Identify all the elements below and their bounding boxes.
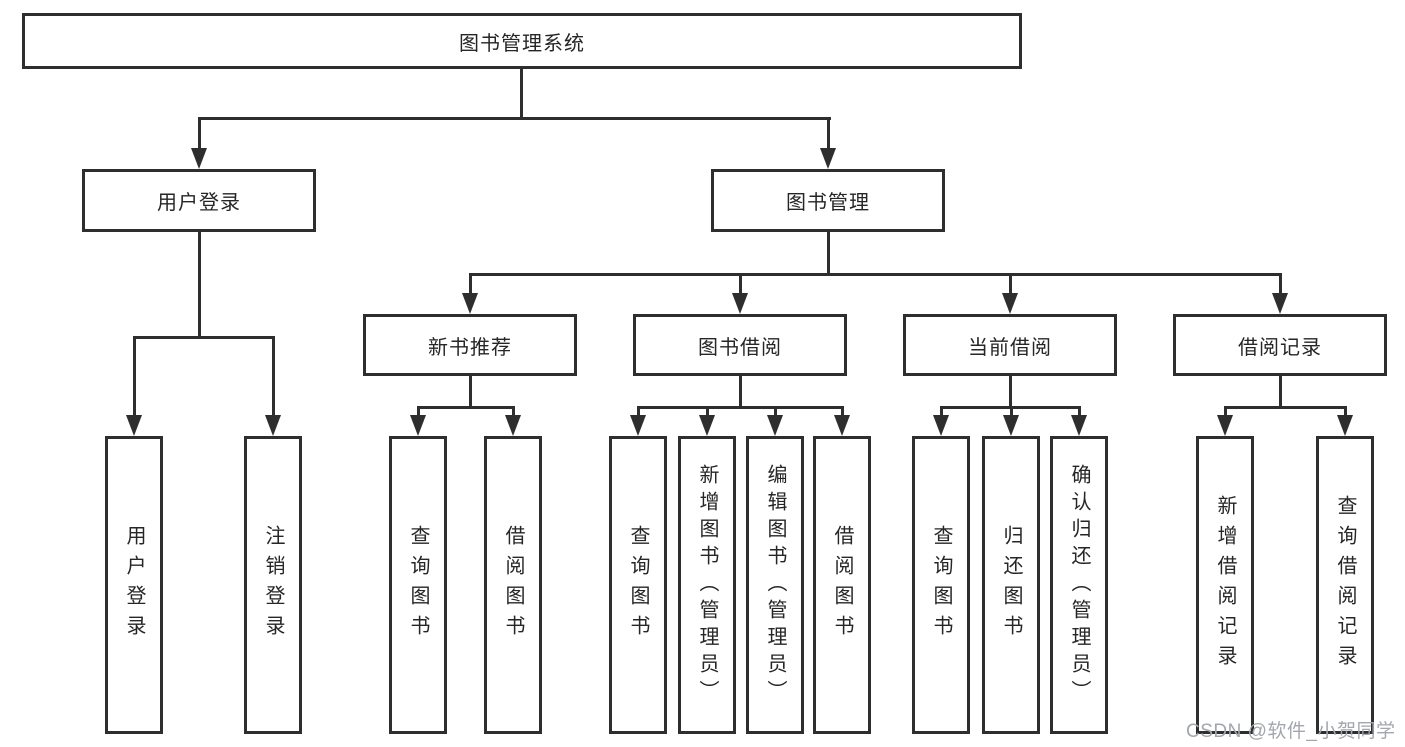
arrowhead-down-icon <box>732 293 748 314</box>
node-label: 查询图书 <box>930 525 952 645</box>
arrowhead-down-icon <box>933 415 949 436</box>
leaf-query-books-current: 查询图书 <box>912 436 970 734</box>
leaf-borrow-books-borrowing: 借阅图书 <box>813 436 871 734</box>
node-user-login: 用户登录 <box>82 169 316 232</box>
connector-line <box>1279 273 1282 295</box>
connector-line <box>1344 406 1347 418</box>
connector-line <box>198 117 201 150</box>
node-label: 新增图书（管理员） <box>696 463 718 707</box>
connector-line <box>774 406 777 418</box>
node-book-management-system: 图书管理系统 <box>22 13 1022 69</box>
node-label: 注销登录 <box>262 525 284 645</box>
node-label: 查询图书 <box>407 525 429 645</box>
connector-line <box>940 406 943 418</box>
connector-line <box>133 336 136 416</box>
leaf-edit-books-admin: 编辑图书（管理员） <box>746 436 804 734</box>
arrowhead-down-icon <box>630 415 646 436</box>
leaf-query-books-recommend: 查询图书 <box>389 436 447 734</box>
node-label: 查询图书 <box>627 525 649 645</box>
node-book-management: 图书管理 <box>711 169 945 232</box>
leaf-query-borrow-record: 查询借阅记录 <box>1316 436 1374 734</box>
node-label: 借阅记录 <box>1238 336 1322 359</box>
watermark: CSDN @软件_小贺同学 <box>1186 721 1396 742</box>
arrowhead-down-icon <box>834 415 850 436</box>
connector-line <box>1078 406 1081 418</box>
connector-line <box>1009 273 1012 295</box>
node-label: 当前借阅 <box>968 336 1052 359</box>
connector-line <box>417 406 420 418</box>
arrowhead-down-icon <box>1002 293 1018 314</box>
connector-line <box>272 336 275 416</box>
node-label: 归还图书 <box>1000 525 1022 645</box>
connector-line <box>198 232 201 336</box>
connector-line <box>469 273 472 295</box>
node-label: 图书管理 <box>786 192 870 214</box>
leaf-confirm-return-admin: 确认归还（管理员） <box>1050 436 1108 734</box>
connector-line <box>469 273 1282 276</box>
node-label: 图书管理系统 <box>459 32 585 55</box>
connector-line <box>706 406 709 418</box>
arrowhead-down-icon <box>1272 293 1288 314</box>
arrowhead-down-icon <box>410 415 426 436</box>
connector-line <box>469 376 472 406</box>
connector-line <box>133 336 275 339</box>
leaf-return-books: 归还图书 <box>982 436 1040 734</box>
leaf-user-login: 用户登录 <box>105 436 163 734</box>
connector-line <box>739 273 742 295</box>
arrowhead-down-icon <box>265 415 281 436</box>
connector-line <box>827 232 830 273</box>
connector-line <box>739 376 742 406</box>
connector-line <box>417 406 515 409</box>
connector-line <box>520 69 523 117</box>
leaf-query-books-borrowing: 查询图书 <box>609 436 667 734</box>
arrowhead-down-icon <box>820 148 836 169</box>
node-label: 新书推荐 <box>428 336 512 359</box>
leaf-borrow-books-recommend: 借阅图书 <box>484 436 542 734</box>
connector-line <box>512 406 515 418</box>
node-new-book-recommend: 新书推荐 <box>363 314 577 376</box>
node-current-borrowing: 当前借阅 <box>903 314 1117 376</box>
connector-line <box>637 406 640 418</box>
arrowhead-down-icon <box>1003 415 1019 436</box>
arrowhead-down-icon <box>1071 415 1087 436</box>
node-label: 新增借阅记录 <box>1214 495 1236 675</box>
arrowhead-down-icon <box>1217 415 1233 436</box>
arrowhead-down-icon <box>505 415 521 436</box>
node-label: 借阅图书 <box>831 525 853 645</box>
arrowhead-down-icon <box>699 415 715 436</box>
connector-line <box>1279 376 1282 406</box>
leaf-logout: 注销登录 <box>244 436 302 734</box>
leaf-add-borrow-record: 新增借阅记录 <box>1196 436 1254 734</box>
node-label: 用户登录 <box>157 192 241 214</box>
node-label: 编辑图书（管理员） <box>764 463 786 707</box>
arrowhead-down-icon <box>126 415 142 436</box>
node-book-borrowing: 图书借阅 <box>633 314 847 376</box>
connector-line <box>1224 406 1347 409</box>
leaf-add-books-admin: 新增图书（管理员） <box>678 436 736 734</box>
node-label: 图书借阅 <box>698 336 782 359</box>
arrowhead-down-icon <box>767 415 783 436</box>
connector-line <box>1010 406 1013 418</box>
arrowhead-down-icon <box>462 293 478 314</box>
node-label: 借阅图书 <box>502 525 524 645</box>
arrowhead-down-icon <box>1337 415 1353 436</box>
connector-line <box>1224 406 1227 418</box>
connector-line <box>827 117 830 150</box>
connector-line <box>198 117 831 120</box>
node-label: 查询借阅记录 <box>1334 495 1356 675</box>
node-label: 用户登录 <box>123 525 145 645</box>
connector-line <box>841 406 844 418</box>
node-label: 确认归还（管理员） <box>1068 463 1090 707</box>
connector-line <box>637 406 844 409</box>
connector-line <box>1009 376 1012 406</box>
node-borrowing-records: 借阅记录 <box>1173 314 1387 376</box>
arrowhead-down-icon <box>191 148 207 169</box>
